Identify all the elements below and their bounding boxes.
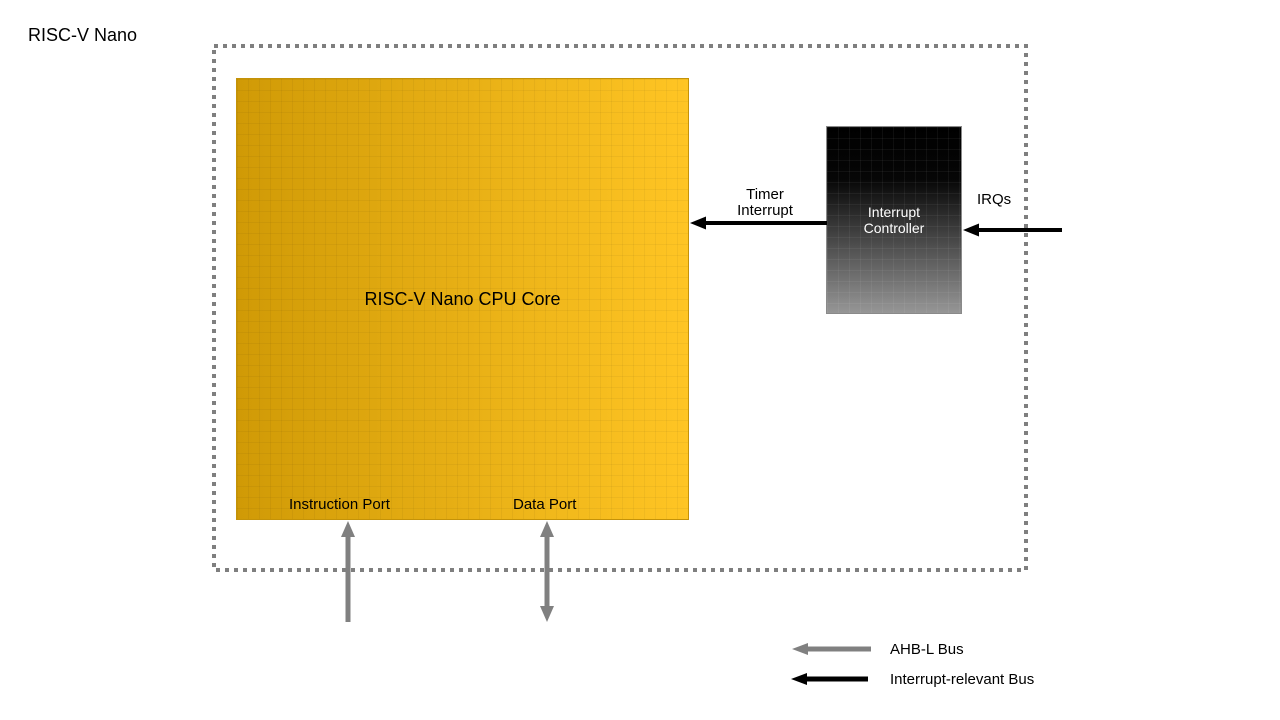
cpu-core-label: RISC-V Nano CPU Core: [364, 289, 561, 309]
diagram-title: RISC-V Nano: [28, 25, 138, 45]
interrupt-controller-block: Interrupt Controller: [826, 126, 962, 314]
legend-interrupt-arrow: [791, 673, 868, 685]
legend-ahb-bus-label: AHB-L Bus: [890, 641, 964, 658]
data-port-label: Data Port: [513, 496, 577, 513]
irqs-arrow: [963, 223, 1062, 237]
instruction-port-label: Instruction Port: [289, 496, 390, 513]
timer-interrupt-label-line1: Timer: [746, 186, 784, 203]
data-port-bus-arrow: [540, 521, 554, 622]
interrupt-controller-label-line2: Controller: [863, 220, 925, 236]
legend-ahb-arrow: [792, 643, 871, 655]
timer-interrupt-label-line2: Interrupt: [737, 202, 793, 219]
timer-interrupt-label: Timer Interrupt: [700, 187, 830, 219]
instruction-port-bus-arrow: [341, 521, 355, 622]
legend-interrupt-bus-label: Interrupt-relevant Bus: [890, 671, 1035, 688]
interrupt-controller-label-line1: Interrupt: [867, 204, 921, 220]
irqs-label: IRQs: [977, 191, 1012, 208]
cpu-core-block: RISC-V Nano CPU Core Instruction Port Da…: [236, 78, 689, 520]
